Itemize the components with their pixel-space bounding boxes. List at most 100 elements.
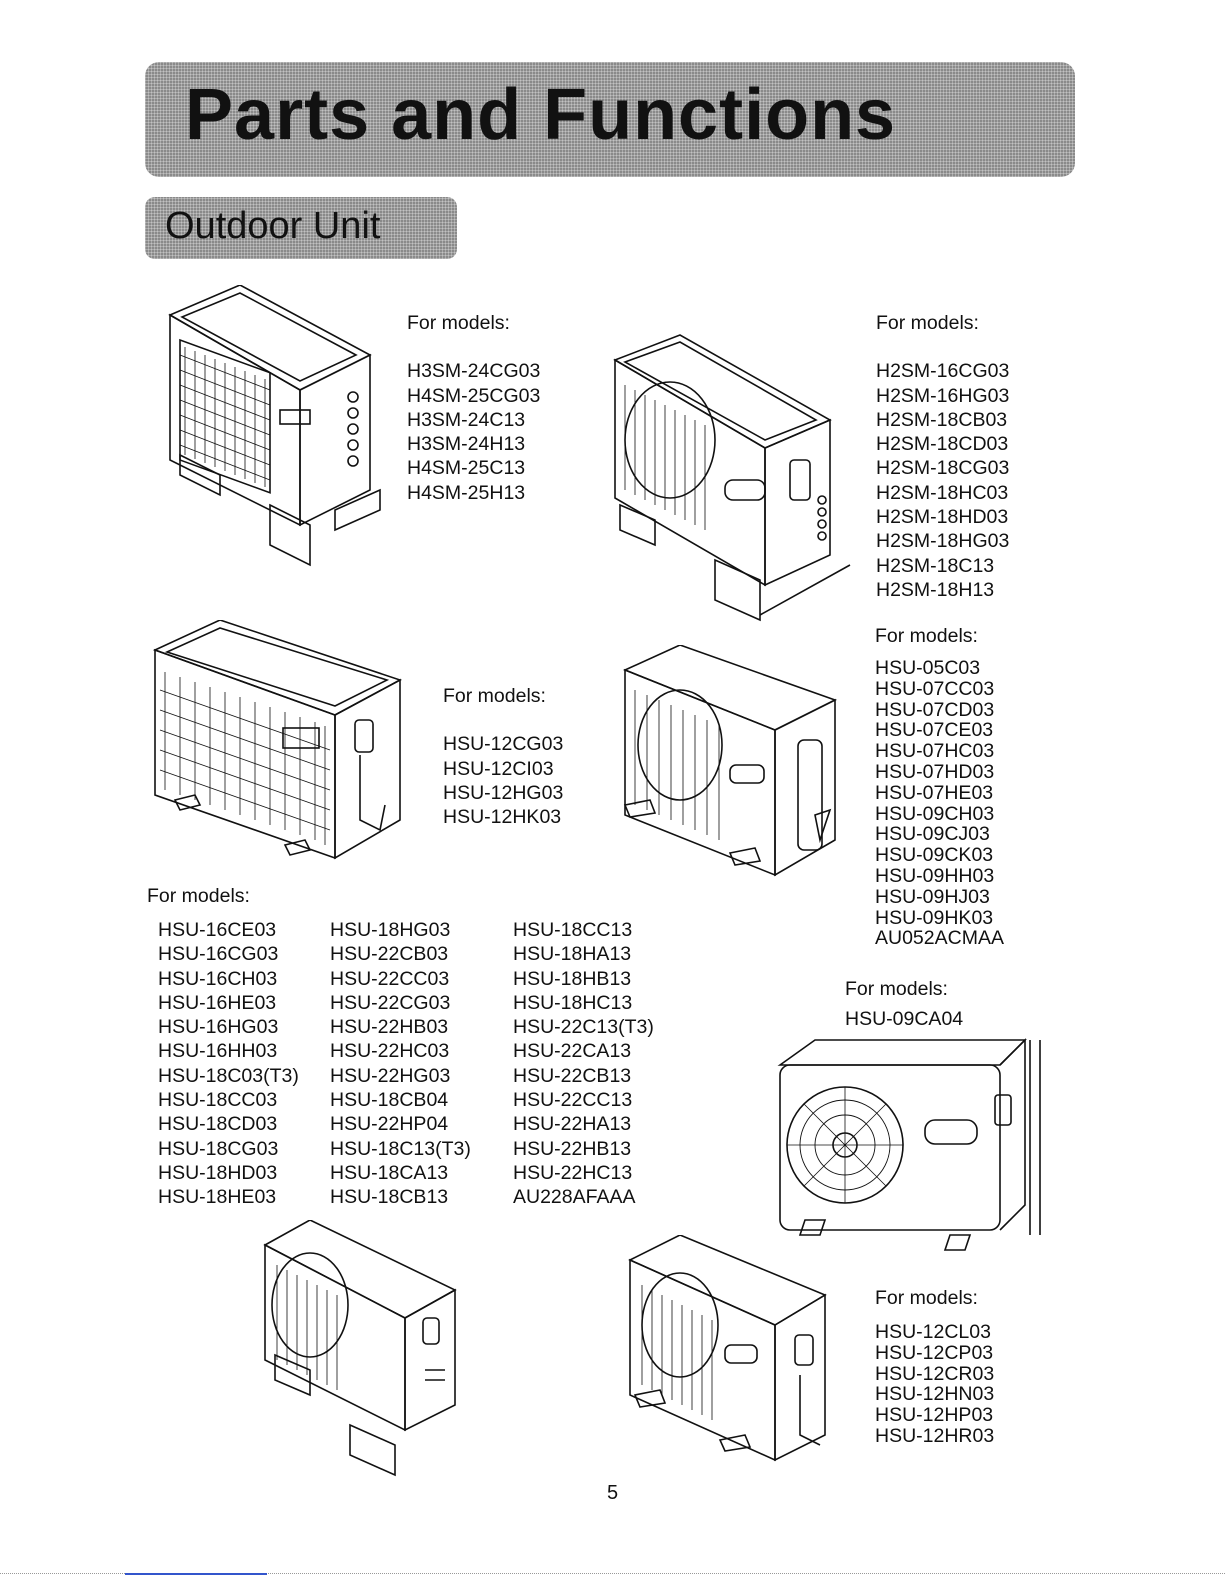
model-item: HSU-12CG03	[443, 733, 564, 756]
model-item: HSU-18CC03	[158, 1089, 278, 1112]
outdoor-unit-illustration-4	[610, 645, 850, 885]
model-item: HSU-09CH03	[875, 802, 995, 825]
model-item: HSU-18CD03	[158, 1113, 278, 1136]
model-group-2: For models: H2SM-16CG03 H2SM-16HG03 H2SM…	[876, 311, 1009, 602]
outdoor-unit-illustration-1	[160, 285, 390, 575]
model-item: HSU-12CL03	[875, 1321, 991, 1343]
outdoor-unit-illustration-2	[600, 330, 870, 630]
model-group-4: For models: HSU-05C03 HSU-07CC03 HSU-07C…	[875, 624, 1004, 949]
model-item: AU052ACMAA	[875, 927, 1004, 950]
model-item: H2SM-18HC03	[876, 481, 1009, 504]
model-item: HSU-12HN03	[875, 1383, 995, 1406]
model-item: HSU-22CG03	[330, 991, 451, 1014]
model-item: H2SM-18HG03	[876, 530, 1010, 553]
model-item: HSU-18HA13	[513, 943, 632, 966]
model-item: H2SM-18CG03	[876, 457, 1010, 480]
group-heading: For models:	[407, 312, 510, 334]
model-item: HSU-09CK03	[875, 844, 994, 867]
model-item: HSU-18HD03	[158, 1161, 278, 1184]
model-item: HSU-18CB04	[330, 1089, 449, 1112]
outdoor-unit-illustration-6	[255, 1220, 470, 1480]
model-item: HSU-18CA13	[330, 1161, 449, 1184]
bottom-link-underline	[125, 1573, 267, 1575]
model-item: H3SM-24C13	[407, 408, 526, 431]
model-item: HSU-18HC13	[513, 991, 633, 1014]
model-list-col1: HSU-16CE03 HSU-16CG03 HSU-16CH03 HSU-16H…	[158, 918, 299, 1210]
model-item: HSU-12HR03	[875, 1424, 995, 1447]
section-title: Outdoor Unit	[165, 205, 381, 247]
model-item: HSU-22CB03	[330, 943, 449, 966]
model-list: HSU-09CA04	[845, 1004, 963, 1034]
model-item: HSU-18CG03	[158, 1137, 279, 1160]
model-item: HSU-16HG03	[158, 1016, 279, 1039]
model-item: HSU-18CC13	[513, 919, 633, 941]
model-item: HSU-22HB13	[513, 1137, 632, 1160]
model-item: HSU-07CC03	[875, 677, 995, 700]
model-item: HSU-22CB13	[513, 1064, 632, 1087]
model-item: HSU-22HP04	[330, 1113, 449, 1136]
model-item: HSU-07CD03	[875, 698, 995, 721]
group-heading: For models:	[876, 312, 979, 334]
model-item: HSU-22CC13	[513, 1089, 633, 1112]
model-item: HSU-09HH03	[875, 864, 995, 887]
bottom-dotted-rule	[0, 1573, 1225, 1574]
model-list: H2SM-16CG03 H2SM-16HG03 H2SM-18CB03 H2SM…	[876, 359, 1009, 602]
model-item: HSU-12HK03	[443, 806, 562, 829]
model-item: H2SM-18HD03	[876, 506, 1009, 529]
model-item: HSU-16CG03	[158, 943, 279, 966]
model-item: HSU-18HE03	[158, 1186, 277, 1209]
model-group-3: For models: HSU-12CG03 HSU-12CI03 HSU-12…	[443, 684, 563, 829]
model-item: HSU-07CE03	[875, 719, 994, 742]
model-item: H4SM-25CG03	[407, 384, 541, 407]
group-heading: For models:	[845, 978, 948, 1000]
model-list: HSU-05C03 HSU-07CC03 HSU-07CD03 HSU-07CE…	[875, 658, 1004, 949]
model-item: H4SM-25C13	[407, 457, 526, 480]
model-item: H2SM-16HG03	[876, 384, 1010, 407]
model-item: HSU-09CJ03	[875, 823, 990, 846]
model-list: HSU-12CL03 HSU-12CP03 HSU-12CR03 HSU-12H…	[875, 1322, 994, 1447]
model-item: HSU-16CH03	[158, 967, 278, 990]
outdoor-unit-illustration-3	[145, 620, 415, 865]
model-item: HSU-18C13(T3)	[330, 1137, 471, 1160]
model-group-7: For models: HSU-12CL03 HSU-12CP03 HSU-12…	[875, 1286, 994, 1447]
model-list-col2: HSU-18HG03 HSU-22CB03 HSU-22CC03 HSU-22C…	[330, 918, 471, 1210]
model-item: HSU-22CC03	[330, 967, 450, 990]
model-item: HSU-22HA13	[513, 1113, 632, 1136]
page-number: 5	[606, 1482, 619, 1504]
model-item: HSU-22HB03	[330, 1016, 449, 1039]
model-item: H2SM-18CB03	[876, 408, 1008, 431]
model-item: HSU-16CE03	[158, 919, 277, 941]
outdoor-unit-illustration-5	[775, 1035, 1050, 1255]
model-list: HSU-12CG03 HSU-12CI03 HSU-12HG03 HSU-12H…	[443, 732, 563, 829]
model-item: HSU-07HE03	[875, 781, 994, 804]
model-item: HSU-07HD03	[875, 760, 995, 783]
model-item: HSU-09CA04	[845, 1008, 964, 1030]
title-banner: Parts and Functions	[145, 62, 1075, 177]
model-item: HSU-18HB13	[513, 967, 632, 990]
model-item: HSU-16HE03	[158, 991, 277, 1014]
model-item: HSU-05C03	[875, 657, 981, 679]
model-item: H3SM-24H13	[407, 433, 526, 456]
section-banner: Outdoor Unit	[145, 197, 457, 259]
model-list: H3SM-24CG03 H4SM-25CG03 H3SM-24C13 H3SM-…	[407, 359, 540, 505]
model-item: HSU-18HG03	[330, 919, 451, 941]
model-list-col3: HSU-18CC13 HSU-18HA13 HSU-18HB13 HSU-18H…	[513, 918, 654, 1210]
group-heading: For models:	[147, 885, 250, 907]
page-title: Parts and Functions	[185, 75, 897, 155]
model-item: H4SM-25H13	[407, 481, 526, 504]
model-item: HSU-12CI03	[443, 757, 554, 780]
model-item: HSU-09HJ03	[875, 885, 990, 908]
model-item: HSU-22CA13	[513, 1040, 632, 1063]
model-item: HSU-18C03(T3)	[158, 1064, 299, 1087]
group-heading: For models:	[875, 625, 978, 647]
model-item: HSU-07HC03	[875, 740, 995, 763]
model-group-5-heading: For models:	[147, 884, 250, 908]
model-item: HSU-22C13(T3)	[513, 1016, 654, 1039]
model-item: AU228AFAAA	[513, 1186, 636, 1209]
model-item: HSU-22HG03	[330, 1064, 451, 1087]
model-item: HSU-12HP03	[875, 1404, 994, 1427]
model-item: HSU-12HG03	[443, 781, 564, 804]
model-item: H3SM-24CG03	[407, 360, 541, 383]
model-item: HSU-16HH03	[158, 1040, 278, 1063]
model-item: HSU-12CP03	[875, 1341, 994, 1364]
